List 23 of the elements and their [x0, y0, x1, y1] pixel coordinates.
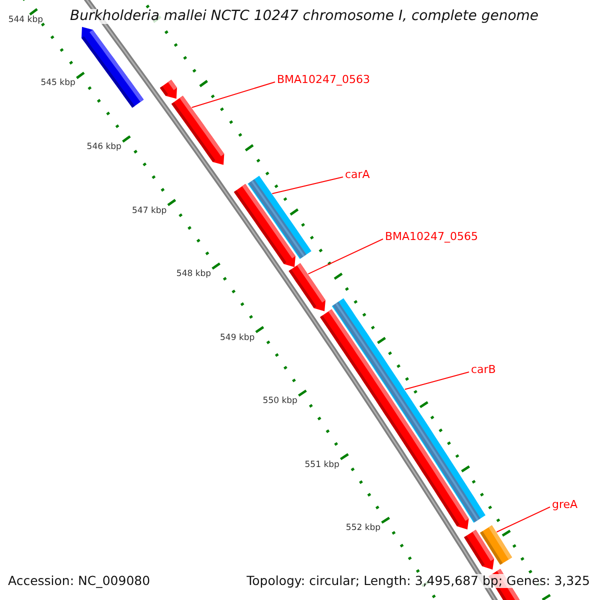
gene-label: greA	[552, 499, 578, 512]
scale-label: 546 kbp	[86, 142, 122, 152]
scale-label: 547 kbp	[131, 206, 167, 216]
leader-line	[308, 238, 384, 274]
leader-line	[496, 506, 550, 532]
gene-label: carB	[471, 364, 496, 376]
scale-label: 544 kbp	[7, 16, 43, 26]
gene-label: carA	[345, 169, 370, 182]
scale-label: 548 kbp	[175, 270, 212, 280]
scale-label: 545 kbp	[40, 79, 76, 89]
scale-label: 551 kbp	[304, 460, 340, 470]
leader-line	[191, 82, 276, 108]
scale-label: 552 kbp	[344, 524, 381, 534]
scale-label: 549 kbp	[219, 334, 255, 343]
leader-line	[404, 372, 470, 390]
gene-feature	[248, 176, 312, 259]
gene-feature	[171, 96, 224, 165]
gene-feature	[288, 263, 326, 312]
scale-label: 550 kbp	[262, 397, 298, 406]
leader-line	[272, 176, 344, 194]
gene-label: BMA10247_0565	[385, 231, 478, 244]
gene-label: BMA10247_0563	[277, 74, 370, 86]
gene-feature	[480, 525, 512, 565]
